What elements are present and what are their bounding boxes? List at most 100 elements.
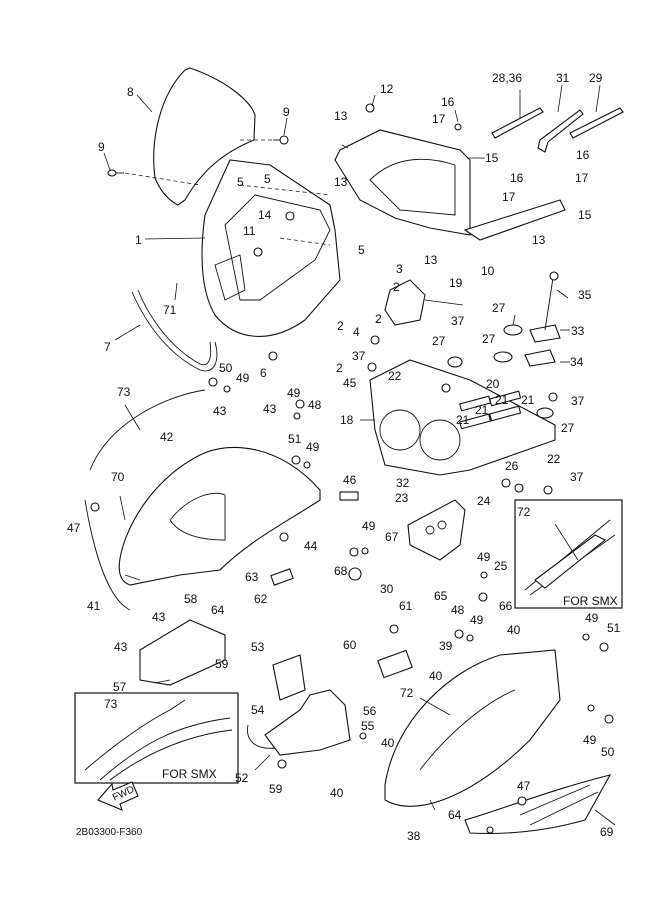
callout-2: 2 <box>336 361 343 375</box>
callout-51: 51 <box>607 621 621 635</box>
callout-15: 15 <box>578 208 592 222</box>
callout-48: 48 <box>451 603 465 617</box>
callout-52: 52 <box>235 771 249 785</box>
callout-14: 14 <box>258 208 272 222</box>
callout-13: 13 <box>334 175 348 189</box>
callout-16: 16 <box>576 148 590 162</box>
callout-17: 17 <box>432 112 446 126</box>
callout-13: 13 <box>532 233 546 247</box>
callout-68: 68 <box>334 564 348 578</box>
callout-9: 9 <box>283 105 290 119</box>
callout-13: 13 <box>424 253 438 267</box>
callout-21: 21 <box>475 403 489 417</box>
callout-39: 39 <box>439 639 453 653</box>
callout-17: 17 <box>502 190 516 204</box>
callout-15: 15 <box>485 151 499 165</box>
callout-73: 73 <box>117 385 131 399</box>
inset-box-smx-73 <box>74 692 239 784</box>
callout-20: 20 <box>486 377 500 391</box>
callout-1: 1 <box>135 233 142 247</box>
callout-49: 49 <box>470 613 484 627</box>
callout-5: 5 <box>237 175 244 189</box>
callout-34: 34 <box>570 355 584 369</box>
callout-16: 16 <box>510 171 524 185</box>
bracket-52 <box>247 654 351 756</box>
callout-58: 58 <box>184 592 198 606</box>
forward-arrow-icon: FWD <box>97 781 139 811</box>
callout-40: 40 <box>381 736 395 750</box>
callout-66: 66 <box>499 599 513 613</box>
callout-59: 59 <box>215 657 229 671</box>
callout-19: 19 <box>449 276 463 290</box>
callout-24: 24 <box>477 494 491 508</box>
callout-32: 32 <box>396 476 410 490</box>
callout-6: 6 <box>260 366 267 380</box>
callout-43: 43 <box>263 402 277 416</box>
callout-45: 45 <box>343 376 357 390</box>
lower-side-cowling <box>384 649 612 834</box>
callout-10: 10 <box>481 264 495 278</box>
callout-67: 67 <box>385 530 399 544</box>
callout-31: 31 <box>556 71 570 85</box>
callout-29: 29 <box>589 71 603 85</box>
callout-65: 65 <box>434 589 448 603</box>
callout-17: 17 <box>575 171 589 185</box>
callout-2: 2 <box>393 280 400 294</box>
callout-43: 43 <box>213 404 227 418</box>
callout-49: 49 <box>362 519 376 533</box>
callout-38: 38 <box>407 829 421 843</box>
bracket-19 <box>384 279 426 326</box>
callout-62: 62 <box>254 592 268 606</box>
inset-caption-smx-73: FOR SMX <box>162 767 217 781</box>
callout-59: 59 <box>269 782 283 796</box>
windshield <box>124 67 282 206</box>
callout-50: 50 <box>219 361 233 375</box>
under-cowling <box>139 619 226 686</box>
callout-48: 48 <box>308 398 322 412</box>
callout-4: 4 <box>353 325 360 339</box>
upper-cowling <box>201 159 341 337</box>
callout-37: 37 <box>571 394 585 408</box>
callout-57: 57 <box>113 680 127 694</box>
callout-30: 30 <box>380 582 394 596</box>
callout-71: 71 <box>163 303 177 317</box>
callout-49: 49 <box>287 386 301 400</box>
bracket-23 <box>407 499 466 561</box>
callout-46: 46 <box>343 473 357 487</box>
callout-7: 7 <box>104 340 111 354</box>
callout-49: 49 <box>583 733 597 747</box>
callout-43: 43 <box>152 610 166 624</box>
callout-16: 16 <box>441 95 455 109</box>
inset-caption-smx-72: FOR SMX <box>563 594 618 608</box>
inset-73-graphic <box>84 699 233 781</box>
callout-9: 9 <box>98 140 105 154</box>
callout-5: 5 <box>358 243 365 257</box>
callout-28-36: 28,36 <box>492 71 522 85</box>
callout-44: 44 <box>304 539 318 553</box>
callout-51: 51 <box>288 432 302 446</box>
callout-40: 40 <box>507 623 521 637</box>
callout-37: 37 <box>451 314 465 328</box>
callout-72: 72 <box>517 505 531 519</box>
callout-2: 2 <box>337 319 344 333</box>
callout-63: 63 <box>245 570 259 584</box>
callout-27: 27 <box>432 334 446 348</box>
side-cowling <box>84 389 321 611</box>
callout-50: 50 <box>601 745 615 759</box>
callout-25: 25 <box>494 559 508 573</box>
callout-18: 18 <box>340 413 354 427</box>
screw <box>107 135 289 177</box>
callout-21: 21 <box>495 393 509 407</box>
callout-40: 40 <box>429 669 443 683</box>
callout-37: 37 <box>570 470 584 484</box>
diagram-code: 2B03300-F360 <box>76 827 143 838</box>
damper-set <box>447 271 561 419</box>
callout-64: 64 <box>448 808 462 822</box>
callout-27: 27 <box>492 301 506 315</box>
callout-47: 47 <box>517 779 531 793</box>
cowling-stay <box>369 359 556 476</box>
callout-21: 21 <box>456 413 470 427</box>
callout-21: 21 <box>521 393 535 407</box>
callout-60: 60 <box>343 638 357 652</box>
callout-64: 64 <box>211 603 225 617</box>
